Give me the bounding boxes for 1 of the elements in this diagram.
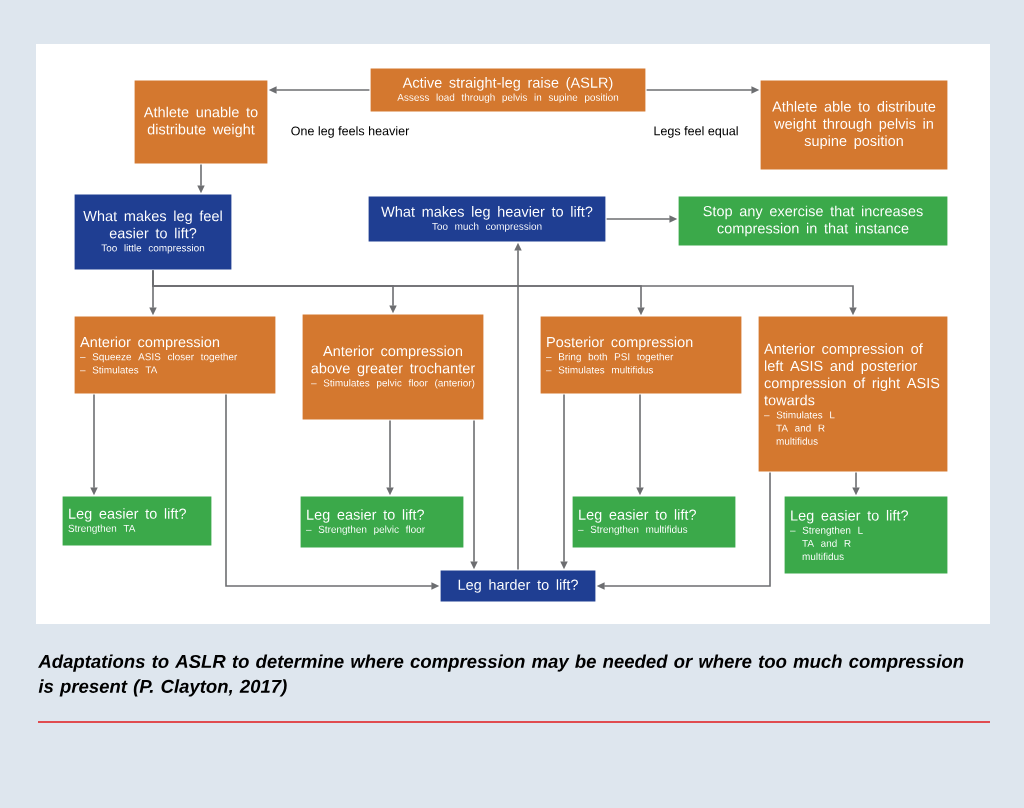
caption: Adaptations to ASLR to determine where compression may be needed or where too much compression is present (P. Clayton, 2017) bbox=[38, 654, 964, 697]
